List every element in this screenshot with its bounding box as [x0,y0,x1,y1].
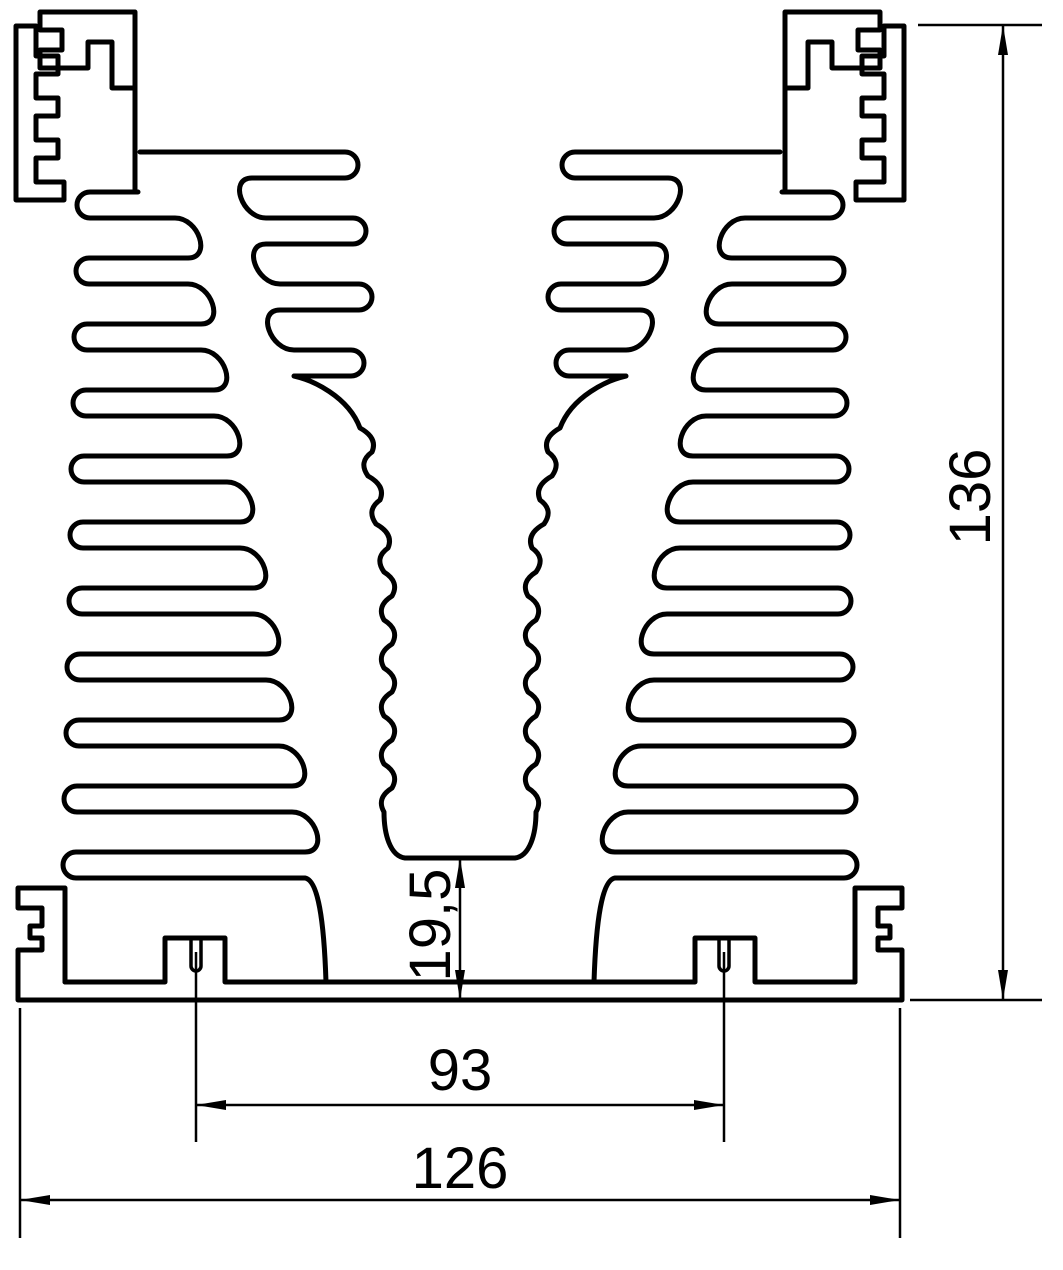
outer-fin-comb [60,189,329,985]
dimension-labels: 136 19,5 93 126 [398,449,1003,1201]
top-corner-interlock-inner [13,23,67,203]
base-plate [15,935,463,1003]
inner-fin-comb [137,149,463,861]
profile-left-half [13,9,463,1003]
dim-height-label: 136 [938,449,1003,546]
dim-width-label: 126 [412,1136,509,1201]
top-corner-interlock-outer [37,9,138,195]
dim-slot-span-label: 93 [428,1038,493,1103]
dim-base-thickness-label: 19,5 [398,869,463,982]
profile-right-half [460,12,904,1000]
bottom-edge-clip [15,885,68,985]
dimension-lines [18,23,1042,1238]
